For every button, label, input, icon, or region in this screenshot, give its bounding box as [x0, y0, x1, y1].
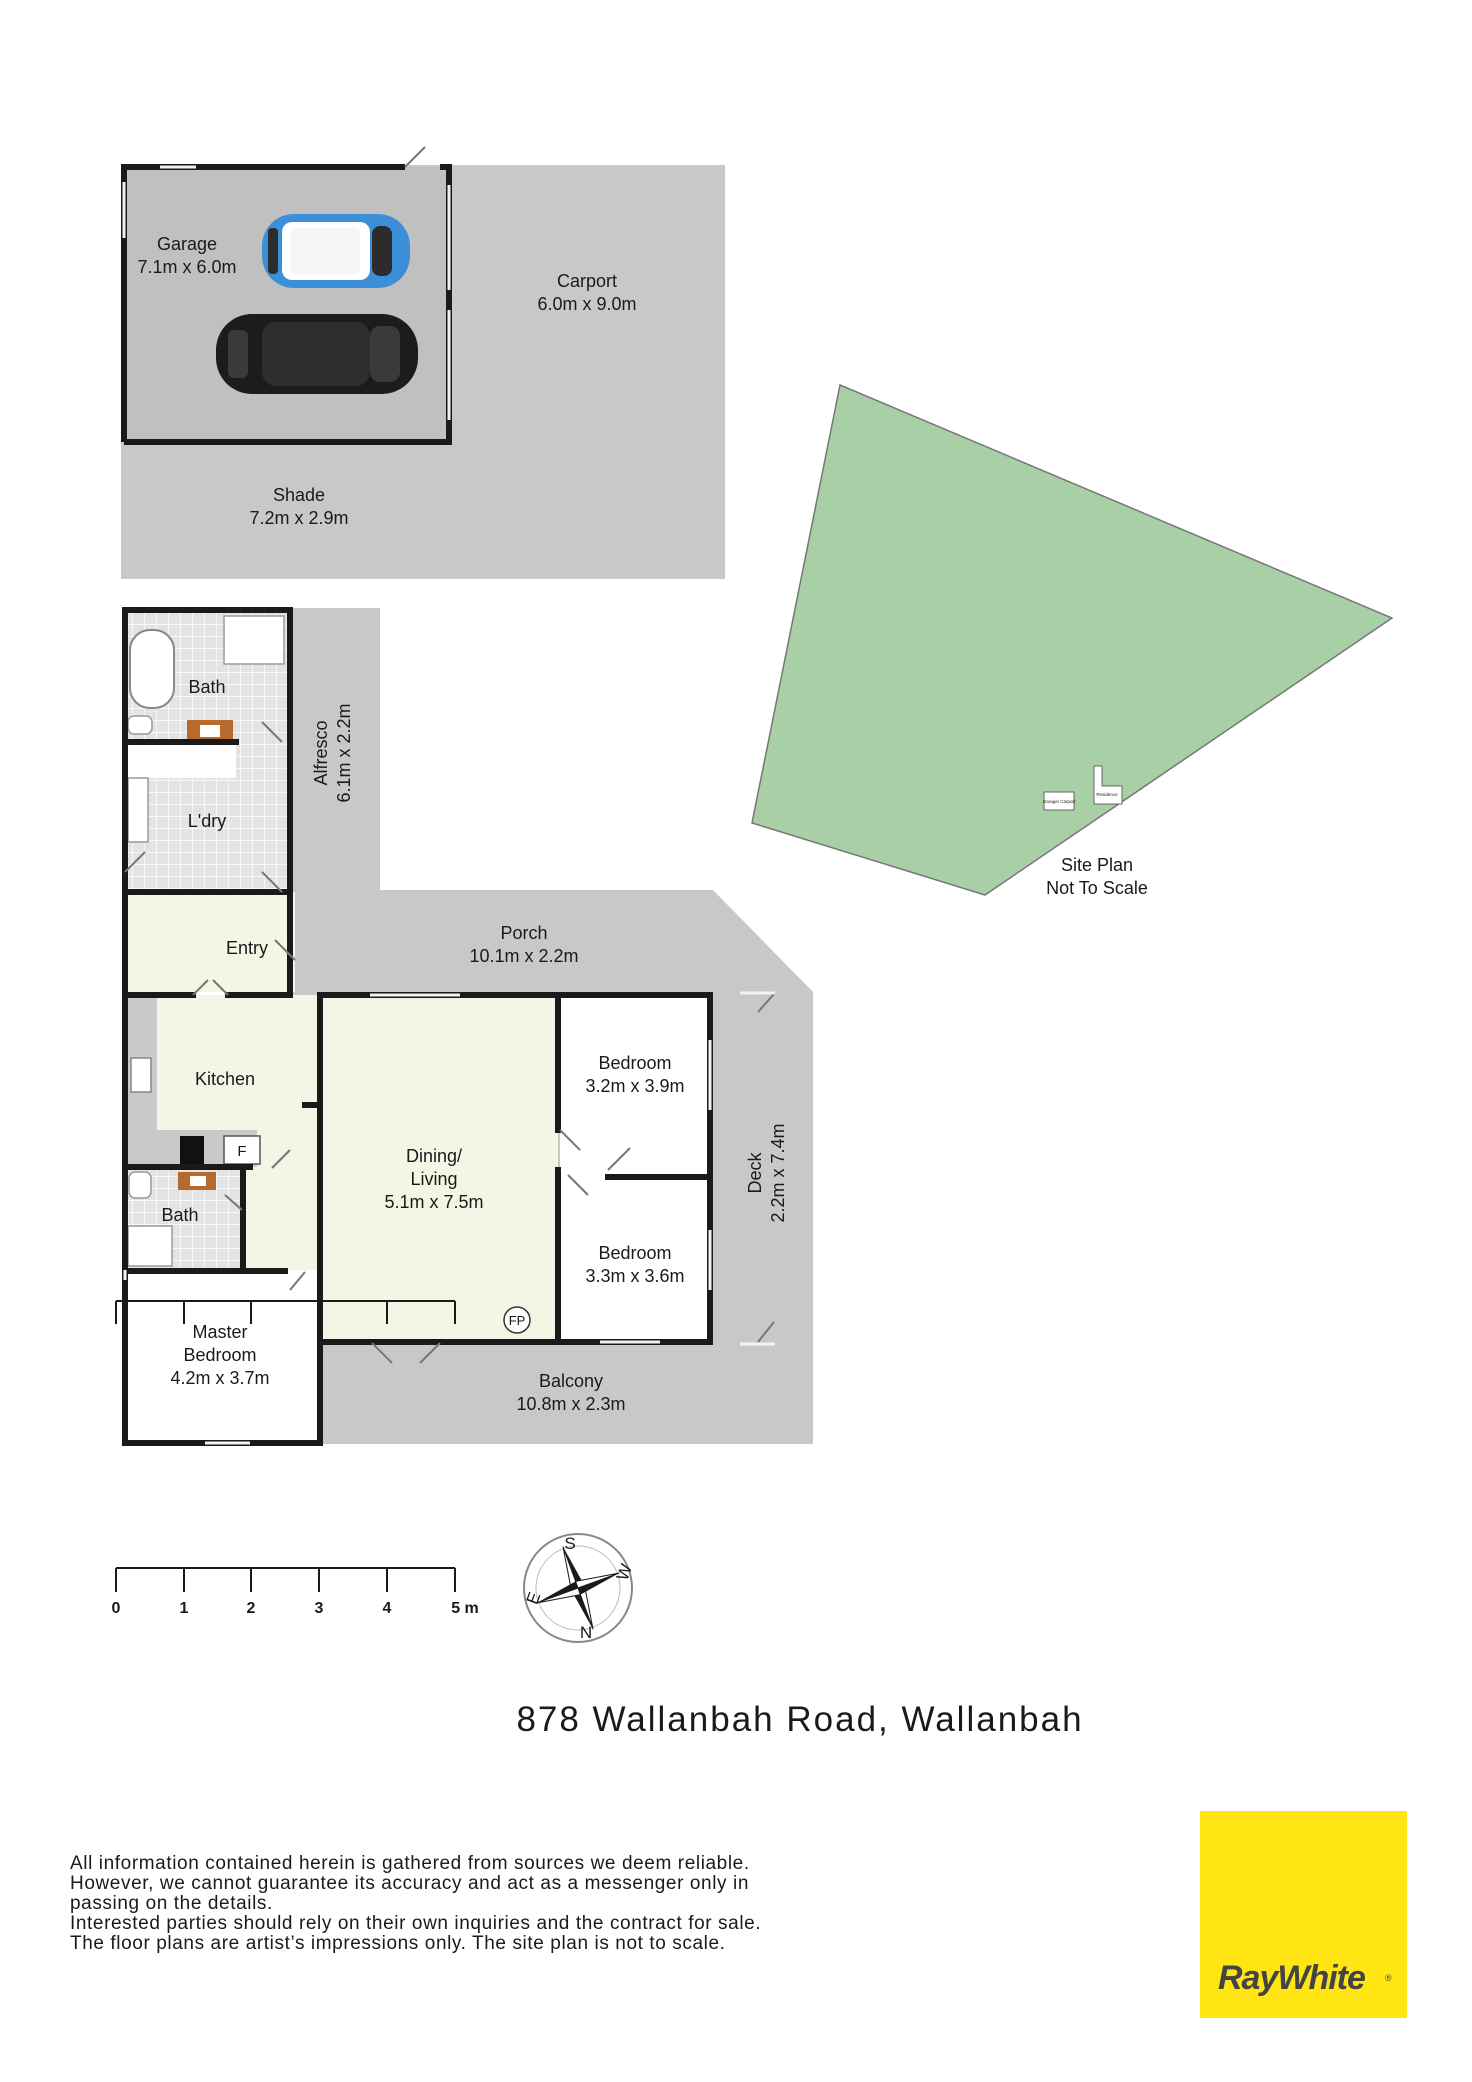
shade-name: Shade: [273, 485, 325, 505]
scale-tick-3: 3: [315, 1600, 324, 1617]
master-size: 4.2m x 3.7m: [170, 1368, 269, 1388]
disclaimer: All information contained herein is gath…: [70, 1854, 970, 1954]
registered-mark-icon: ®: [1385, 1973, 1392, 1983]
scale-tick-2: 2: [247, 1600, 256, 1617]
fireplace-label: FP: [509, 1313, 526, 1328]
raywhite-logo-text: RayWhite: [1218, 1959, 1366, 1997]
kitchen-name: Kitchen: [195, 1069, 255, 1089]
hall-nook: [560, 1127, 610, 1177]
entry-name: Entry: [226, 938, 268, 958]
sink-icon: [130, 1057, 152, 1093]
shade-size: 7.2m x 2.9m: [249, 508, 348, 528]
bedroom-2-floor: [560, 1177, 710, 1342]
site-plan-line1: Site Plan: [1061, 855, 1133, 875]
porch-name: Porch: [500, 923, 547, 943]
site-garage-marker: [1043, 791, 1075, 811]
scale-tick-4: 4: [383, 1600, 392, 1617]
black-car-icon: [216, 314, 418, 394]
scale-bar: [115, 1300, 456, 1324]
dining-size: 5.1m x 7.5m: [384, 1192, 483, 1212]
porch-size: 10.1m x 2.2m: [469, 946, 578, 966]
laundry-tub-icon: [127, 777, 149, 843]
garage-door-swing: [404, 146, 426, 168]
garage-name: Garage: [157, 234, 217, 254]
site-plan-line2: Not To Scale: [1046, 878, 1148, 898]
garage-floor: [124, 167, 449, 442]
garage-walls: [121, 164, 452, 445]
site-garage-label: Garage/ Carport: [1043, 799, 1076, 804]
carport-size: 6.0m x 9.0m: [537, 294, 636, 314]
bath-top-name: Bath: [188, 677, 225, 697]
fridge-label: F: [237, 1143, 246, 1160]
compass-icon: [523, 1533, 633, 1643]
laundry-name: L'dry: [188, 811, 226, 831]
scale-tick-1: 1: [180, 1600, 189, 1617]
deck-size: 2.2m x 7.4m: [768, 1123, 788, 1222]
site-plan-lot: [751, 383, 1394, 896]
dining-line2: Living: [410, 1169, 457, 1189]
compass-n: N: [580, 1623, 592, 1642]
disclaimer-line: The floor plans are artist’s impressions…: [70, 1933, 726, 1954]
disclaimer-line: passing on the details.: [70, 1893, 273, 1914]
master-line2: Bedroom: [183, 1345, 256, 1365]
bedroom-1-size: 3.2m x 3.9m: [585, 1076, 684, 1096]
carport-name: Carport: [557, 271, 617, 291]
fridge-icon: [223, 1135, 261, 1165]
balcony-size: 10.8m x 2.3m: [516, 1394, 625, 1414]
blue-car-icon: [262, 214, 410, 288]
disclaimer-line: Interested parties should rely on their …: [70, 1913, 762, 1934]
cooktop-icon: [180, 1136, 204, 1164]
site-residence-marker: [1093, 765, 1123, 805]
disclaimer-line: However, we cannot guarantee its accurac…: [70, 1873, 749, 1894]
garage-size: 7.1m x 6.0m: [137, 257, 236, 277]
door-swings: [124, 721, 775, 1364]
dining-living-floor: [323, 997, 558, 1342]
raywhite-logo: RayWhite ®: [1200, 1811, 1407, 2018]
windows: [123, 993, 712, 1445]
compass-w: W: [613, 1561, 636, 1583]
bedroom-2-size: 3.3m x 3.6m: [585, 1266, 684, 1286]
disclaimer-line: All information contained herein is gath…: [70, 1853, 750, 1874]
bathtub-icon: [129, 629, 175, 709]
site-residence-label: Residence: [1096, 792, 1118, 797]
scale-tick-5: 5 m: [451, 1600, 479, 1617]
bath-mid-name: Bath: [161, 1205, 198, 1225]
alfresco-name: Alfresco: [311, 720, 331, 785]
shower-icon: [223, 615, 285, 665]
bedroom-2-name: Bedroom: [598, 1243, 671, 1263]
entry-floor: [125, 892, 295, 992]
alfresco-size: 6.1m x 2.2m: [334, 703, 354, 802]
property-address: 878 Wallanbah Road, Wallanbah: [516, 1700, 1084, 1739]
dining-line1: Dining/: [406, 1146, 462, 1166]
balcony-name: Balcony: [539, 1371, 603, 1391]
bedroom-1-name: Bedroom: [598, 1053, 671, 1073]
fireplace-icon: [503, 1306, 531, 1334]
toilet-icon: [127, 715, 153, 735]
master-line1: Master: [192, 1322, 247, 1342]
deck-name: Deck: [745, 1151, 765, 1193]
compass-s: S: [564, 1534, 575, 1553]
scale-tick-0: 0: [112, 1600, 121, 1617]
